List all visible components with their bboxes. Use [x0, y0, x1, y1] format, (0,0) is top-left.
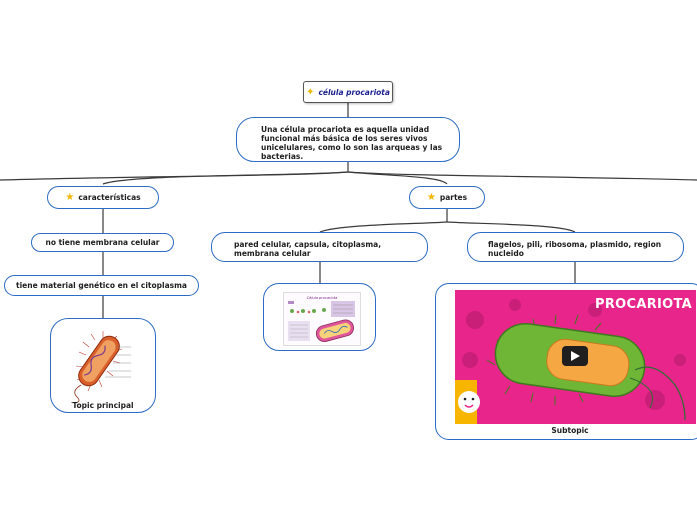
- sparkle-icon: ✦: [306, 86, 315, 98]
- wall-capsule-node[interactable]: pared celular, capsula, citoplasma, memb…: [211, 232, 428, 262]
- caracteristicas-node[interactable]: ★ características: [47, 186, 159, 209]
- genetic-material-text: tiene material genético en el citoplasma: [16, 281, 187, 290]
- flagella-text: flagelos, pili, ribosoma, plasmido, regi…: [488, 240, 662, 258]
- wall-capsule-text: pared celular, capsula, citoplasma, memb…: [234, 240, 382, 258]
- slide-title: Célula procariota: [306, 296, 338, 300]
- definition-node[interactable]: Una célula procariota es aquella unidad …: [236, 117, 460, 162]
- topic-principal-caption: Topic principal: [72, 401, 134, 410]
- star-icon: ★: [426, 192, 436, 203]
- partes-label: partes: [439, 193, 468, 202]
- video-thumbnail[interactable]: PROCARIOTA: [455, 290, 696, 424]
- no-membrane-text: no tiene membrana celular: [45, 238, 160, 247]
- caracteristicas-label: características: [78, 193, 141, 202]
- subtopic-caption: Subtopic: [551, 426, 589, 435]
- star-icon: ★: [65, 192, 75, 203]
- root-title: célula procariota: [318, 87, 390, 97]
- bacterium-illustration: [70, 331, 131, 403]
- flagella-node[interactable]: flagelos, pili, ribosoma, plasmido, regi…: [467, 232, 684, 262]
- play-icon: [571, 351, 580, 361]
- partes-node[interactable]: ★ partes: [409, 186, 485, 209]
- topic-principal-node[interactable]: Topic principal: [50, 318, 156, 413]
- slide-thumbnail: Célula procariota: [283, 292, 361, 346]
- definition-text: Una célula procariota es aquella unidad …: [261, 125, 443, 161]
- root-topic[interactable]: ✦ célula procariota: [303, 81, 393, 103]
- no-membrane-node[interactable]: no tiene membrana celular: [31, 233, 174, 252]
- slide-image-node[interactable]: Célula procariota: [263, 283, 376, 351]
- video-node[interactable]: PROCARIOTA Subtopic: [435, 283, 697, 440]
- video-title: PROCARIOTA: [595, 297, 693, 312]
- genetic-material-node[interactable]: tiene material genético en el citoplasma: [4, 275, 199, 296]
